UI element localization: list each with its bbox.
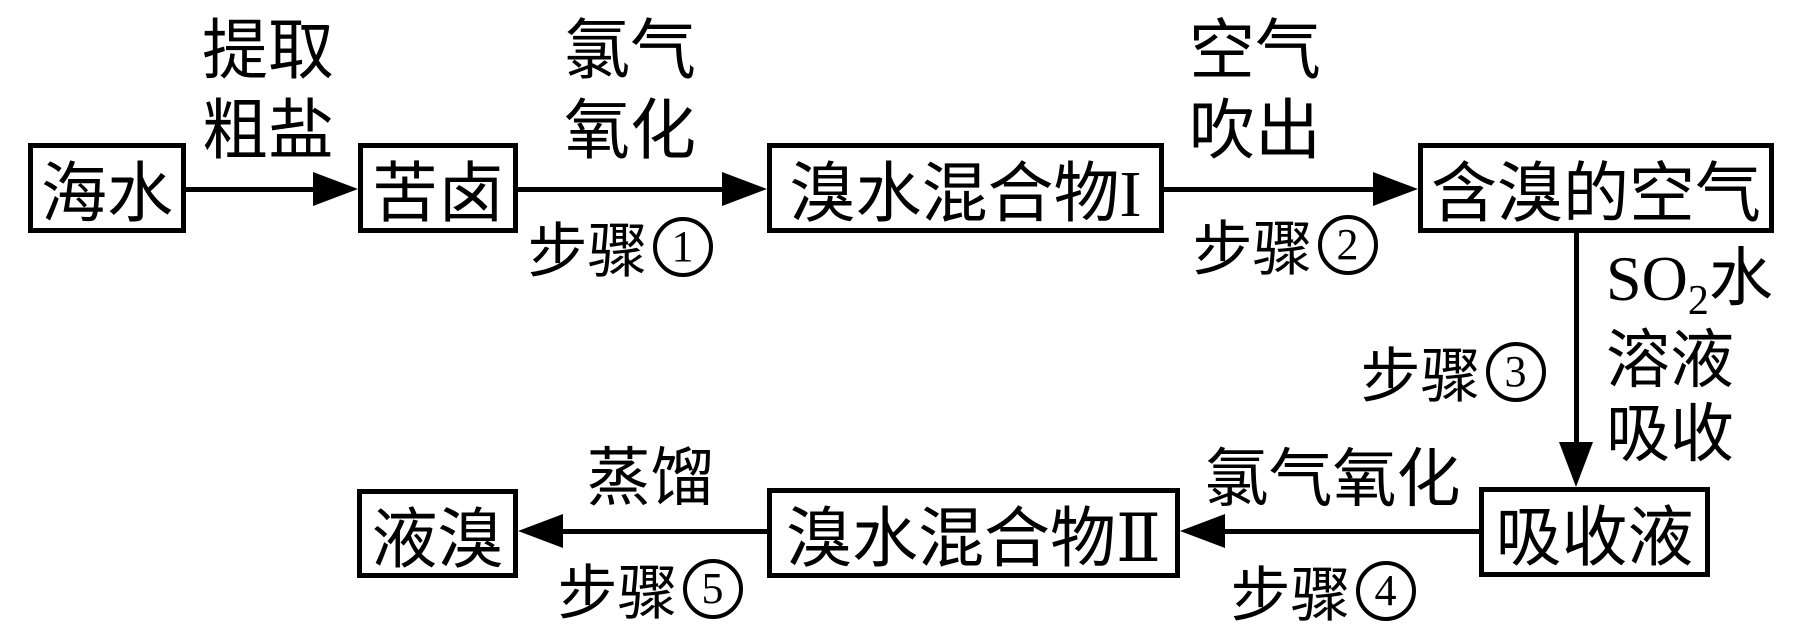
edge4-water-char: 水 xyxy=(1708,243,1773,314)
arrow-line-step5-distill xyxy=(562,529,767,534)
node-seawater: 海水 xyxy=(28,143,186,233)
step1-label: 步骤 1 xyxy=(517,203,723,290)
edge2-label-chlorine-oxidation: 氯气 氧化 xyxy=(540,12,720,172)
node-liquid-bromine: 液溴 xyxy=(357,489,518,578)
node-bittern-label: 苦卤 xyxy=(372,158,504,231)
node-bromine-water-mixture-1-label: 溴水混合物I xyxy=(789,158,1142,231)
node-liquid-bromine-label: 液溴 xyxy=(371,503,504,577)
arrowhead-right-icon xyxy=(313,172,358,206)
edge6-line1: 蒸馏 xyxy=(586,443,715,514)
edge4-line1: SO2水 xyxy=(1606,242,1773,324)
edge5-line1: 氯气氧化 xyxy=(1204,444,1461,515)
arrow-line-step1-oxidation xyxy=(518,187,723,192)
arrow-line-step4-oxidation xyxy=(1224,529,1479,534)
node-bromine-water-mixture-2: 溴水混合物Ⅱ xyxy=(767,488,1180,578)
edge3-label-air-blowout: 空气 吹出 xyxy=(1165,12,1345,172)
edge5-label-chlorine-oxidation: 氯气氧化 xyxy=(1195,444,1470,516)
step1-circled-number: 1 xyxy=(652,216,713,277)
node-absorption-liquid: 吸收液 xyxy=(1479,487,1710,577)
node-bromine-containing-air-label: 含溴的空气 xyxy=(1431,158,1761,231)
edge2-line1: 氯气 xyxy=(564,15,696,88)
step5-circled-number: 5 xyxy=(682,558,743,619)
edge1-line1: 提取 xyxy=(202,15,334,88)
step3-word: 步骤 xyxy=(1360,344,1481,410)
arrowhead-down-icon xyxy=(1559,442,1593,487)
node-bittern: 苦卤 xyxy=(358,143,518,233)
edge3-line1: 空气 xyxy=(1189,15,1321,88)
edge2-line2: 氧化 xyxy=(564,95,696,168)
arrow-line-step2-blowout xyxy=(1163,187,1374,192)
step3-circled-number: 3 xyxy=(1485,341,1546,402)
arrow-line-step3-absorb xyxy=(1574,232,1579,444)
step5-word: 步骤 xyxy=(557,561,678,627)
step5-label: 步骤 5 xyxy=(545,545,755,632)
arrowhead-right-icon xyxy=(1373,172,1418,206)
edge4-line3: 吸收 xyxy=(1606,399,1734,470)
edge4-line2: 溶液 xyxy=(1606,325,1734,396)
step2-word: 步骤 xyxy=(1192,217,1313,283)
edge1-line2: 粗盐 xyxy=(202,95,334,168)
node-absorption-liquid-label: 吸收液 xyxy=(1495,502,1694,575)
edge4-so-formula: SO xyxy=(1606,243,1688,314)
edge3-line2: 吹出 xyxy=(1189,95,1321,168)
step2-circled-number: 2 xyxy=(1317,214,1378,275)
step4-circled-number: 4 xyxy=(1355,560,1416,621)
arrowhead-left-icon xyxy=(1180,514,1225,548)
node-bromine-water-mixture-1: 溴水混合物I xyxy=(767,143,1164,233)
node-seawater-label: 海水 xyxy=(41,158,173,231)
arrow-line-step1-extract xyxy=(186,187,316,192)
edge4-so-subscript: 2 xyxy=(1687,278,1709,324)
edge4-label-so2-solution-absorb: SO2水 溶液 吸收 xyxy=(1606,242,1773,472)
step1-word: 步骤 xyxy=(527,219,648,285)
step4-label: 步骤 4 xyxy=(1218,547,1428,634)
step2-label: 步骤 2 xyxy=(1180,201,1390,288)
edge1-label-extract-crude-salt: 提取 粗盐 xyxy=(178,12,358,172)
node-bromine-containing-air: 含溴的空气 xyxy=(1418,143,1774,233)
arrowhead-right-icon xyxy=(722,172,767,206)
edge6-label-distillation: 蒸馏 xyxy=(583,443,718,515)
step4-word: 步骤 xyxy=(1230,563,1351,629)
arrowhead-left-icon xyxy=(518,514,563,548)
node-bromine-water-mixture-2-label: 溴水混合物Ⅱ xyxy=(786,503,1161,576)
step3-label: 步骤 3 xyxy=(1350,328,1556,415)
